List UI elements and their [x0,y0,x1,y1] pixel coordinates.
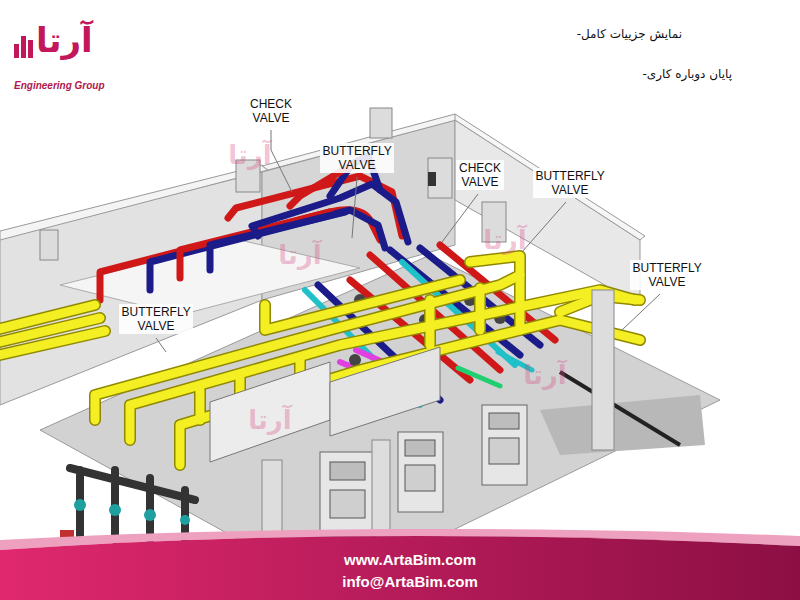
pump-unit [482,405,527,485]
left-wall-top [0,165,268,240]
logo-text: آرتا [36,18,93,62]
logo-bars [14,36,33,58]
callout-label: BUTTERFLY VALVE [533,168,608,198]
leader-line [156,130,660,352]
pump-unit [320,452,375,537]
watermark: آرتا [278,240,321,270]
red-pipe [100,210,380,300]
column [262,460,282,542]
chiller-shell [330,347,440,436]
callout-label: CHECK VALVE [247,96,295,126]
watermark: آرتا [523,360,566,390]
brand-name: Engineering Group [14,80,105,91]
column [372,440,390,535]
column [428,158,452,198]
footer-band [0,536,800,600]
pump-unit [398,432,443,512]
floor-trench [560,372,680,445]
watermark: آرتا [248,405,291,435]
yellow-pipe-outline [0,256,640,465]
chiller-shell [210,362,330,462]
email-address: info@ArtaBim.com [342,573,477,590]
valve-cluster [60,468,195,540]
website-url: www.ArtaBim.com [344,551,476,568]
callout-label: BUTTERFLY VALVE [320,143,395,173]
column [592,290,614,450]
column [40,230,58,260]
watermark: آرتا [228,140,271,170]
wall-device [428,172,436,186]
watermark: آرتا [483,225,526,255]
callout-label: CHECK VALVE [456,160,504,190]
yellow-pipe [0,256,640,465]
persian-note: نمایش جزییات کامل- [577,27,682,41]
column [370,108,392,138]
green-pipe [458,368,500,386]
floor-strip [540,395,705,455]
persian-note: پایان دوباره کاری- [642,67,732,81]
callout-label: BUTTERFLY VALVE [119,304,194,334]
callout-label: BUTTERFLY VALVE [630,260,705,290]
